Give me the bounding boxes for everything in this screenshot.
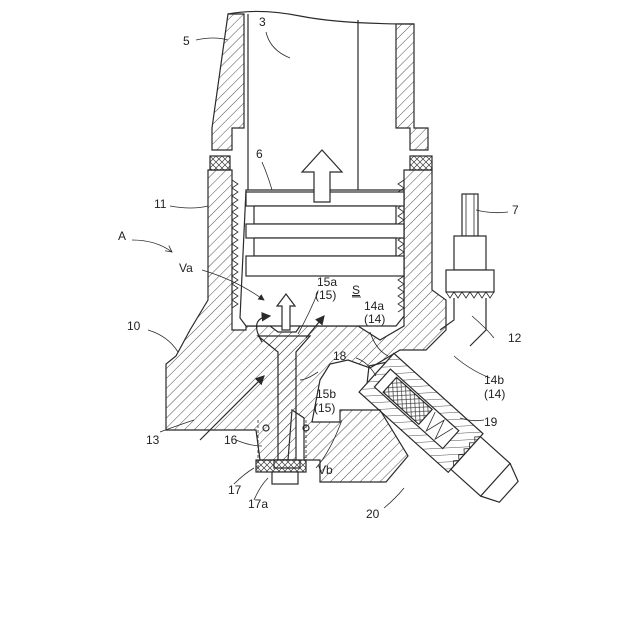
label-15b: 15b xyxy=(316,387,336,401)
label-14a-paren: (14) xyxy=(364,312,385,326)
label-15a-paren: (15) xyxy=(315,288,336,302)
label-15a: 15a xyxy=(317,275,337,289)
label-20: 20 xyxy=(366,507,380,521)
rod-3 xyxy=(248,14,358,190)
label-Vb: Vb xyxy=(318,463,333,477)
cylinder-tube xyxy=(212,11,428,150)
label-10: 10 xyxy=(127,319,141,333)
label-16: 16 xyxy=(224,433,238,447)
label-14a: 14a xyxy=(364,299,384,313)
piston-6 xyxy=(246,192,404,276)
seal-ring-right xyxy=(410,156,432,170)
label-7: 7 xyxy=(512,203,519,217)
label-14b: 14b xyxy=(484,373,504,387)
label-A: A xyxy=(118,229,126,243)
label-5: 5 xyxy=(183,34,190,48)
label-14b-paren: (14) xyxy=(484,387,505,401)
label-11: 11 xyxy=(154,197,167,211)
label-19: 19 xyxy=(484,415,498,429)
label-12: 12 xyxy=(508,331,522,345)
label-13: 13 xyxy=(146,433,160,447)
label-6: 6 xyxy=(256,147,263,161)
fitting-12 xyxy=(440,194,494,346)
seal-ring-left xyxy=(210,156,230,170)
label-17: 17 xyxy=(228,483,242,497)
label-3: 3 xyxy=(259,15,266,29)
label-S: S xyxy=(352,283,360,297)
label-Va: Va xyxy=(179,261,193,275)
label-17a: 17a xyxy=(248,497,268,511)
thread-left xyxy=(232,180,238,308)
label-15b-paren: (15) xyxy=(314,401,335,415)
label-18: 18 xyxy=(333,349,347,363)
